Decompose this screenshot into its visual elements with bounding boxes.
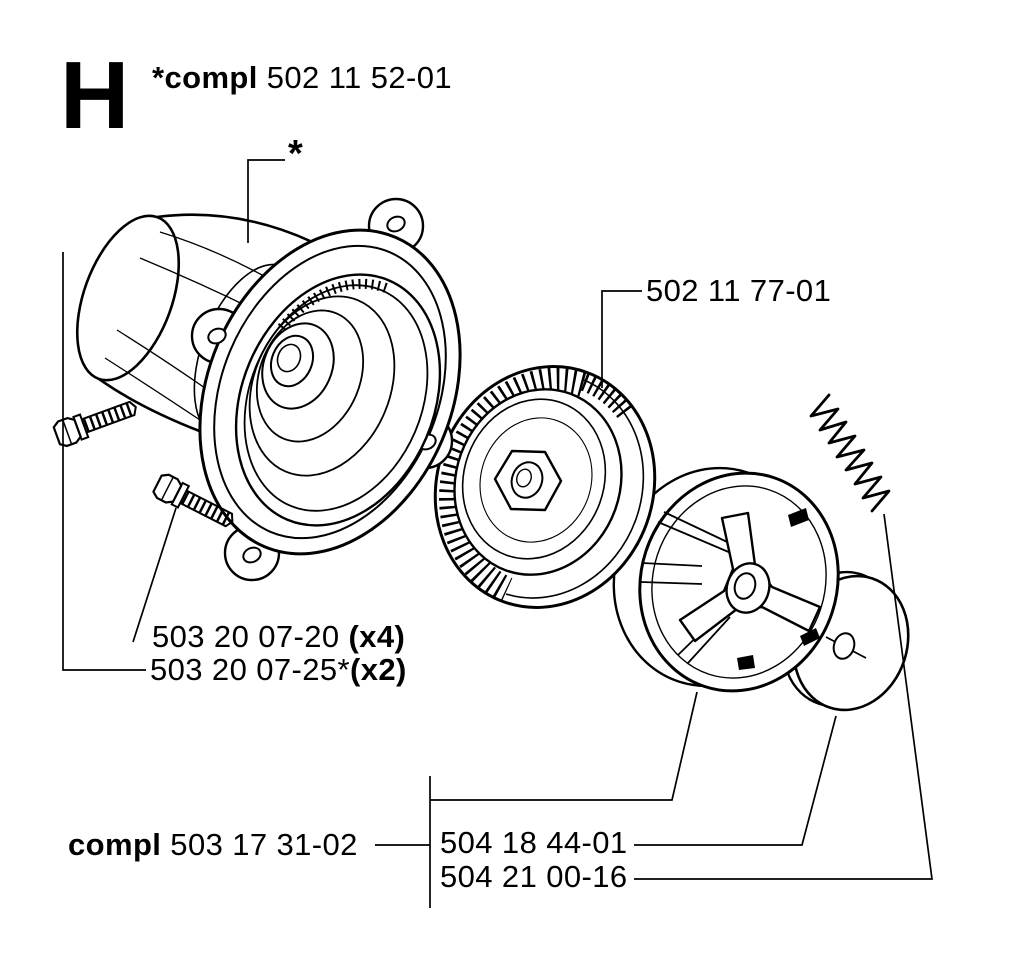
- leader-spring: [634, 513, 933, 880]
- assembly-compl-prefix: *compl: [152, 60, 258, 95]
- leader-washer: [634, 715, 837, 846]
- tension-spring-drawing: [809, 393, 891, 513]
- section-letter: H: [60, 42, 130, 149]
- assembly-part-number: 502 11 52-01: [266, 60, 452, 95]
- clutch-center-label: 504 18 44-01: [440, 825, 628, 861]
- leader-screw-x4: [132, 507, 177, 643]
- leader-screw-x2: [62, 252, 146, 671]
- clutch-center-part-number: 504 18 44-01: [440, 825, 628, 860]
- screw-x2-part-number: 503 20 07-25*: [150, 652, 350, 687]
- screw-x4-qty: (x4): [348, 619, 406, 654]
- clutch-shoe-assembly-drawing: [612, 466, 840, 693]
- clutch-drum-label: 502 11 77-01: [646, 273, 831, 309]
- housing-asterisk-marker: *: [288, 133, 304, 175]
- clutch-compl-prefix: compl: [68, 827, 162, 862]
- washer-part-number: 504 21 00-16: [440, 859, 628, 894]
- leader-housing-marker: [247, 159, 285, 243]
- screw-x2-qty: (x2): [349, 652, 407, 687]
- screw-x2-label: 503 20 07-25*(x2): [150, 652, 407, 688]
- leader-clutch-drum: [601, 290, 642, 388]
- leader-lines: [62, 159, 933, 908]
- clutch-drum-part-number: 502 11 77-01: [646, 273, 832, 308]
- clutch-housing-drawing: [75, 197, 462, 582]
- leader-clutch-assembly: [430, 691, 698, 801]
- screw-x4-part-number: 503 20 07-20: [152, 619, 340, 654]
- screw-x4-label: 503 20 07-20(x4): [152, 619, 405, 655]
- mounting-screw-upper: [52, 395, 140, 448]
- washer-label: 504 21 00-16: [440, 859, 628, 895]
- clutch-compl-part-number: 503 17 31-02: [170, 827, 358, 862]
- clutch-drum-drawing: [433, 365, 657, 609]
